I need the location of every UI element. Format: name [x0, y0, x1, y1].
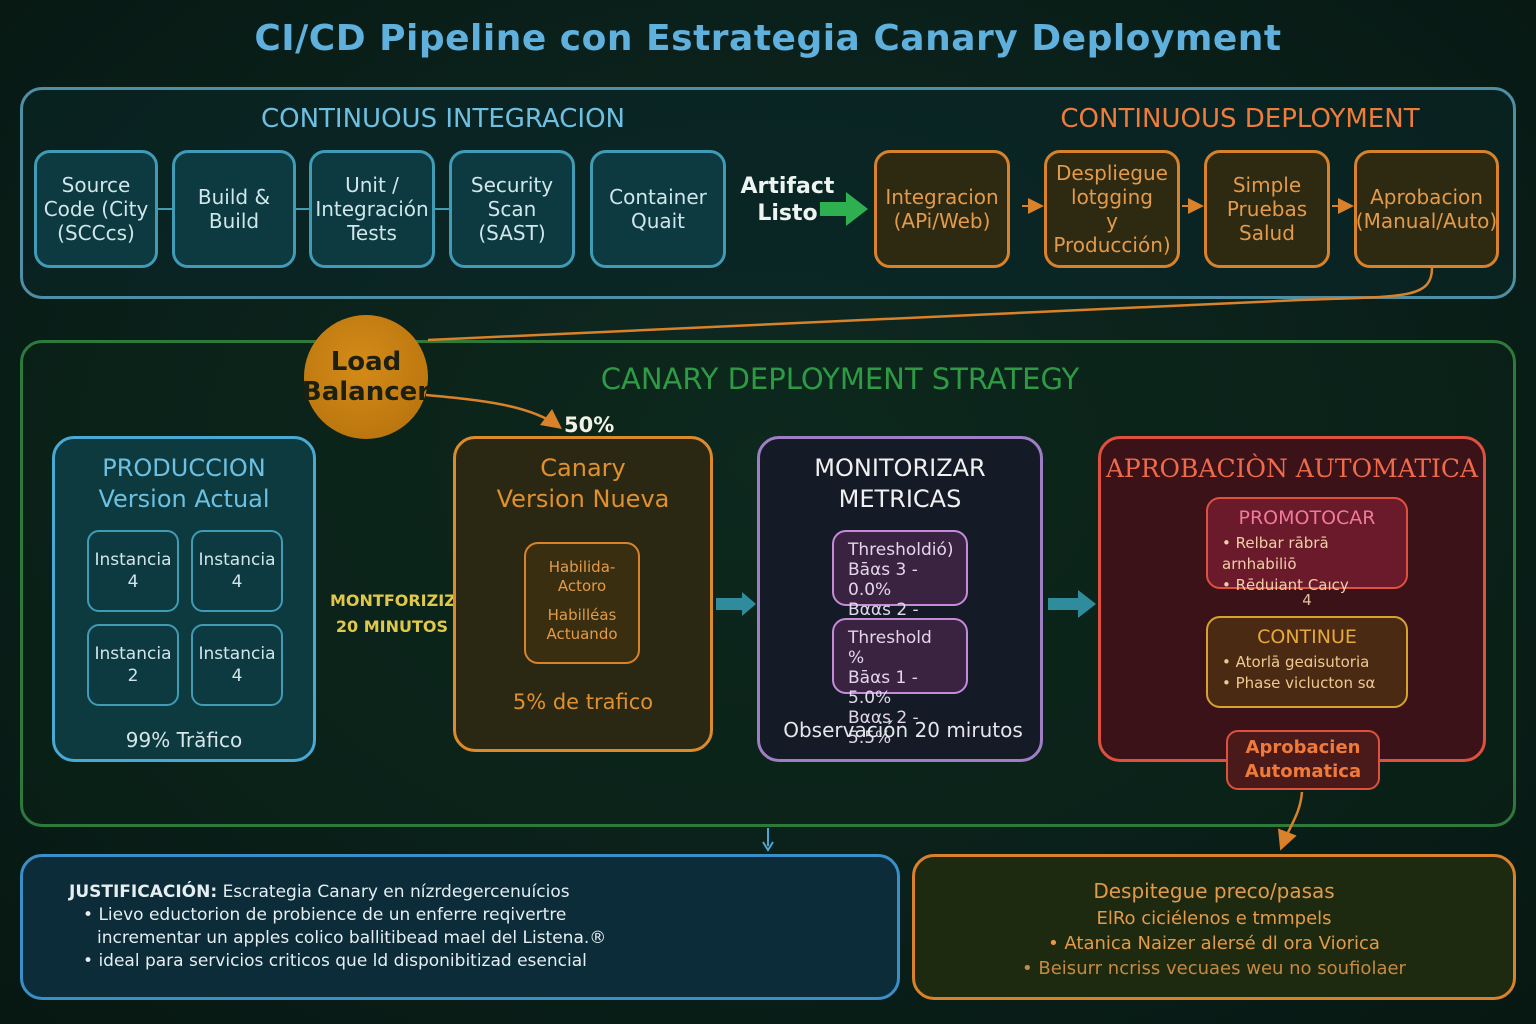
auto-approval-button[interactable]: Aprobacien Automatica	[1226, 730, 1380, 790]
cd-step-approval[interactable]: Aprobacion (Manual/Auto)	[1354, 150, 1499, 268]
promote-bullet: • Rēduiant Caıcy	[1222, 576, 1349, 594]
canary-card: Canary Version Nueva	[453, 436, 713, 752]
ci-step-security-scan[interactable]: Security Scan (SAST)	[449, 150, 575, 268]
canary-feature-box[interactable]: Habilida- Actoro Habilléas Actuando	[524, 542, 640, 664]
production-traffic: 99% Trăfico	[125, 728, 243, 752]
deploy-note-line: • Beisurr ncriss vecuaes weu no soufiola…	[1022, 958, 1406, 979]
canary-traffic: 5% de trafico	[512, 690, 654, 714]
ci-step-tests[interactable]: Unit / Integración Tests	[309, 150, 435, 268]
instance-box[interactable]: Instancia 4	[191, 530, 283, 612]
deploy-note-panel: Despitegue preco/pasas ElRo ciciélenos e…	[912, 854, 1516, 1000]
artifact-ready-label: Artifact Listo	[740, 174, 835, 226]
approval-to-lb-connector	[427, 267, 1434, 342]
justification-bullet-cont: incrementar un apples colico ballitibead…	[97, 928, 607, 948]
down-arrow-icon	[762, 841, 774, 852]
deploy-note-line: ElRo ciciélenos e tmmpels	[1096, 908, 1332, 929]
continue-box[interactable]: CONTINUE • Atorlā geɑisutoria • Phase vi…	[1206, 616, 1408, 708]
ci-step-container[interactable]: Container Quait	[590, 150, 726, 268]
artifact-arrow-icon	[820, 192, 868, 226]
justification-panel: JUSTIFICACIÓN: Escrategia Canary en nízr…	[20, 854, 900, 1000]
threshold-box-1[interactable]: Thresholdió) Bāαs 3 - 0.0% Bααs 2 - 0.0%	[832, 530, 968, 640]
justification-bullet: • Lievo eductorion de probience de un en…	[83, 905, 567, 925]
promote-box[interactable]: PROMOTOCAR • Relbar rābrā arnhabiliō • R…	[1206, 497, 1408, 594]
page-title: CI/CD Pipeline con Estrategia Canary Dep…	[254, 18, 1282, 59]
canary-title: Canary Version Nueva	[496, 454, 670, 513]
canary-to-metrics-arrow-icon	[716, 592, 756, 616]
threshold-box-2[interactable]: Threshold % Bāαs 1 - 5.0% Bααs 2 - 5.5%	[832, 618, 968, 748]
ci-step-source[interactable]: Source Code (City (SCCcs)	[34, 150, 158, 268]
observation-label: Observación 20 mirutos	[783, 718, 1023, 742]
continue-bullet: • Phase viclucton sα	[1222, 674, 1376, 692]
cd-step-deploy[interactable]: Despliegue lotgging y Producción)	[1044, 150, 1180, 268]
canary-feature-2: Habilléas Actuando	[546, 606, 618, 643]
approval-to-deploy-arrow	[1277, 791, 1304, 851]
promote-bullet: • Relbar rābrā arnhabiliō	[1222, 534, 1329, 573]
cd-step-health[interactable]: Simple Pruebas Salud	[1204, 150, 1330, 268]
cd-section-title: CONTINUOUS DEPLOYMENT	[1060, 104, 1420, 134]
justification-bullet: • ideal para servicios criticos que ld d…	[83, 951, 587, 971]
traffic-split-label: 50%	[564, 413, 615, 437]
ci-step-build[interactable]: Build & Build	[172, 150, 296, 268]
canary-section-title: CANARY DEPLOYMENT STRATEGY	[600, 362, 1080, 396]
monitor-duration-label: MONTFORIZIZAR 20 MINUTOS	[330, 591, 481, 636]
promote-title: PROMOTOCAR	[1238, 507, 1376, 529]
lb-to-canary-arrow	[425, 393, 563, 429]
auto-approval-title: APROBACIÒN AUTOMATICA	[1105, 454, 1479, 483]
canary-feature-1: Habilida- Actoro	[548, 558, 616, 595]
approval-separator: 4	[1302, 591, 1312, 609]
instance-box[interactable]: Instancia 4	[87, 530, 179, 612]
metrics-to-approval-arrow-icon	[1048, 590, 1096, 618]
cd-step-integration[interactable]: Integracion (APi/Web)	[874, 150, 1010, 268]
deploy-note-line: • Atanica Naizer alersé dl ora Viorica	[1048, 933, 1380, 954]
instance-box[interactable]: Instancia 2	[87, 624, 179, 706]
instance-box[interactable]: Instancia 4	[191, 624, 283, 706]
production-title: PRODUCCION Version Actual	[98, 454, 270, 513]
ci-section-title: CONTINUOUS INTEGRACION	[260, 104, 625, 134]
load-balancer[interactable]: Load Balancer	[302, 315, 430, 439]
continue-bullet: • Atorlā geɑisutoria	[1222, 653, 1370, 671]
continue-title: CONTINUE	[1257, 626, 1357, 648]
justification-heading: JUSTIFICACIÓN: Escrategia Canary en nízr…	[69, 882, 570, 902]
deploy-note-title: Despitegue preco/pasas	[1093, 879, 1335, 903]
metrics-title: MONITORIZAR METRICAS	[814, 454, 986, 513]
